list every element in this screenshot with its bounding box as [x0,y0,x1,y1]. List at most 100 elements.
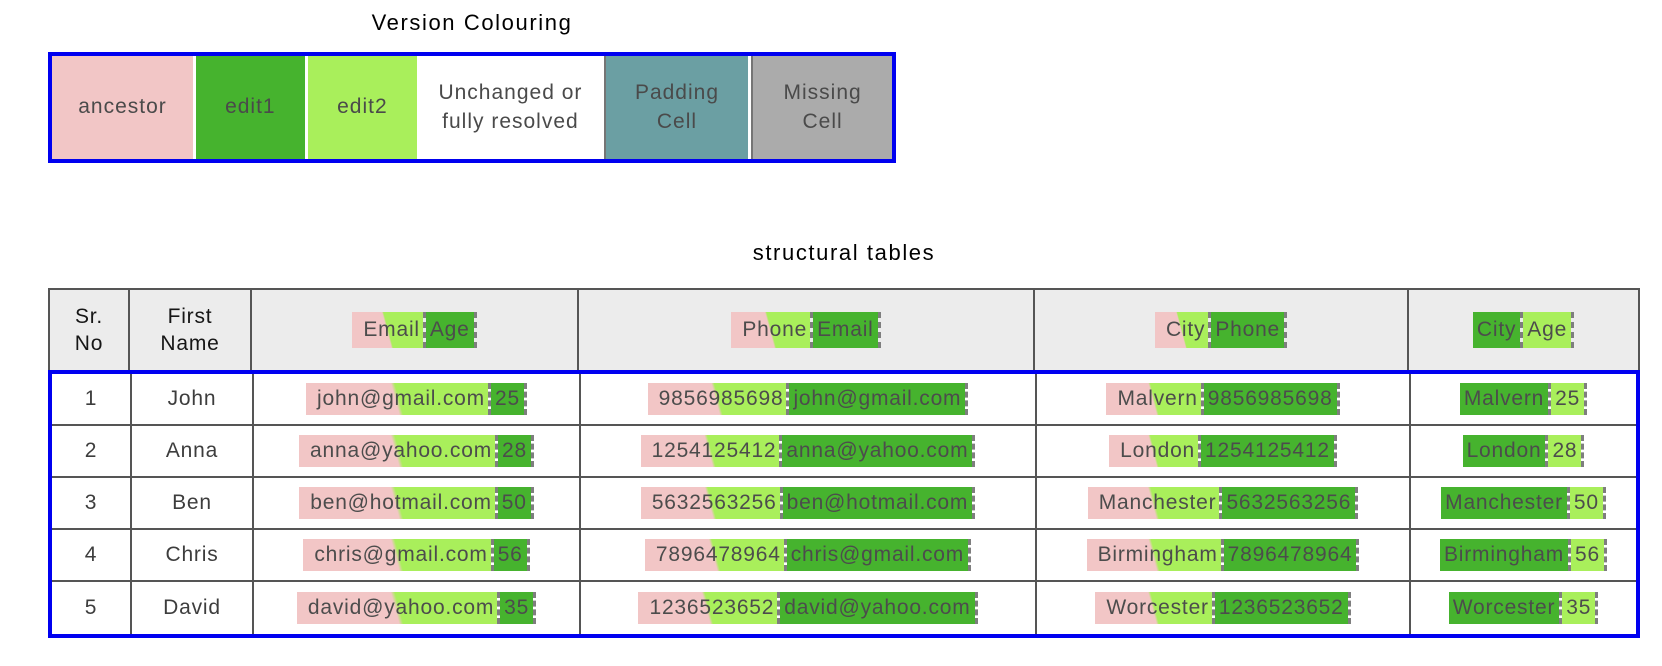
chip-second-token: 1236523652 [1211,592,1351,624]
chip-second-token: Age [1520,312,1575,348]
chip-first-token: 1254125412 [640,435,780,467]
chip-second-token: 9856985698 [1200,383,1340,415]
legend-cell-padding: Padding Cell [603,56,749,159]
first-name-cell: Anna [132,426,254,476]
sr-no-cell: 3 [52,478,132,528]
first-name-cell: David [132,582,254,634]
chip-first-token: Manchester [1441,487,1567,519]
structural-tables-title: structural tables [752,240,936,265]
first-name-cell: Chris [132,530,254,580]
chip-second-token: 7896478964 [1220,539,1360,571]
chip-first-token: david@yahoo.com [296,592,498,624]
sr-no-cell: 2 [52,426,132,476]
legend-cell-label: Padding Cell [634,81,720,133]
chip-first-token: Worcester [1448,592,1560,624]
legend-title: Version Colouring [371,10,573,35]
chip-second-token: 25 [487,383,527,415]
chip-second-token: 56 [1568,539,1607,571]
first-name-cell: John [132,374,254,424]
chip-second-token: 5632563256 [1219,487,1359,519]
chip-first-token: Email [352,312,423,348]
legend-cell-unchanged: Unchanged or fully resolved [420,56,601,159]
chip-first-token: Manchester [1087,487,1220,519]
sr-no-cell: 1 [52,374,132,424]
legend-cell-label: Unchanged or fully resolved [438,81,583,133]
chip-first-token: 1236523652 [638,592,778,624]
chip-second-token: anna@yahoo.com [779,435,976,467]
chip-first-token: 7896478964 [644,539,784,571]
chip-second-token: 28 [1545,435,1585,467]
chip-second-token: david@yahoo.com [777,592,978,624]
chip-first-token: Worcester [1095,592,1212,624]
legend-cell-label: Missing Cell [783,81,862,133]
chip-second-token: chris@gmail.com [783,539,972,571]
column-header-first-name: First Name [130,290,252,370]
chip-first-token: anna@yahoo.com [299,435,495,467]
chip-second-token: ben@hotmail.com [779,487,976,519]
legend-cell-label: ancestor [78,95,167,119]
legend-cell-edit1: edit1 [196,56,305,159]
chip-second-token: 35 [497,592,537,624]
chip-first-token: 9856985698 [647,383,787,415]
chip-second-token: 50 [494,487,534,519]
chip-first-token: Birmingham [1086,539,1221,571]
legend-cell-missing: Missing Cell [751,56,893,159]
sr-no-cell: 4 [52,530,132,580]
first-name-cell: Ben [132,478,254,528]
chip-first-token: ben@hotmail.com [299,487,495,519]
chip-second-token: 56 [490,539,530,571]
chip-first-token: London [1462,435,1546,467]
chip-second-token: 35 [1559,592,1599,624]
legend-cell-ancestor: ancestor [52,56,193,159]
chip-second-token: 25 [1548,383,1588,415]
